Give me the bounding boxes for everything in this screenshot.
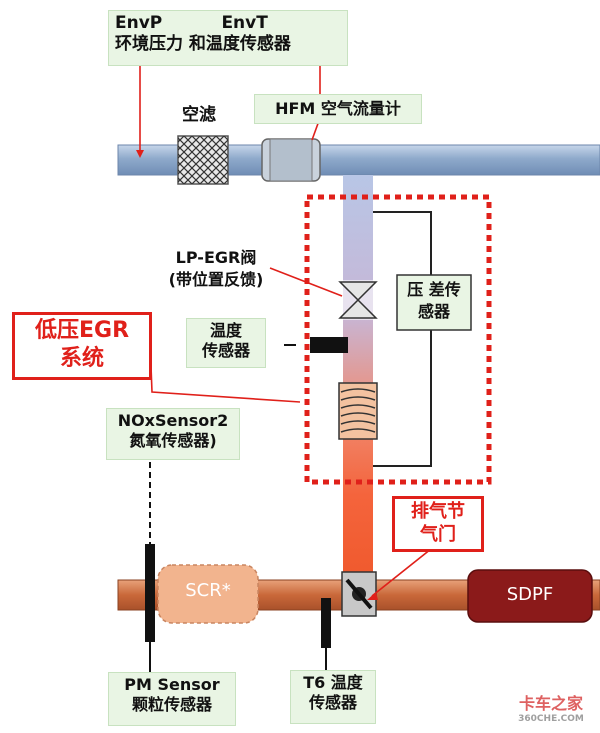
egr-cooler-coil	[340, 388, 376, 433]
low-pressure-egr-line2: 系统	[59, 345, 104, 371]
diff-pressure-line-upper	[373, 211, 432, 275]
exhaust-throttle-line1: 排气节	[411, 501, 465, 522]
air-filter-mesh	[178, 136, 228, 184]
temp-sensor-label: 温度 传感器	[186, 318, 266, 368]
diff-pressure-label-line1: 压 差传	[407, 280, 461, 299]
temp-sensor-label-line2: 传感器	[201, 341, 250, 360]
nox-sensor-label: NOxSensor2 氮氧传感器)	[106, 408, 240, 460]
diff-pressure-label: 压 差传 感器	[399, 279, 469, 324]
sdpf-unit	[467, 569, 593, 623]
low-pressure-egr-callout: 低压EGR 系统	[12, 312, 152, 380]
diff-pressure-label-line2: 感器	[417, 302, 450, 322]
nox-sensor-label-line2: 氮氧传感器)	[129, 431, 217, 450]
watermark: 卡车之家 360CHE.COM	[506, 690, 596, 724]
egr-system-boundary	[304, 194, 492, 485]
t6-sensor-label-line1: T6 温度	[303, 673, 363, 692]
diff-pressure-sensor-box	[396, 274, 472, 331]
lp-egr-valve-label: LP-EGR阀 (带位置反馈)	[146, 247, 286, 290]
watermark-line1: 卡车之家	[518, 694, 583, 713]
exhaust-throttle-plate	[345, 578, 373, 610]
pm-sensor-label: PM Sensor 颗粒传感器	[108, 672, 236, 726]
scr-label: SCR*	[185, 580, 231, 601]
pm-sensor-label-line2: 颗粒传感器	[131, 695, 212, 714]
diff-pressure-line-lower	[373, 330, 432, 467]
nox-sensor-label-line1: NOxSensor2	[117, 411, 229, 430]
lp-egr-valve-label-line1: LP-EGR阀	[175, 248, 257, 267]
egr-pipe	[343, 175, 373, 575]
pm-sensor-label-line1: PM Sensor	[124, 675, 220, 694]
env-sensor-label-line1: EnvP EnvT	[115, 13, 268, 33]
pm-sensor-probe	[145, 544, 155, 642]
hfm-sensor-inner	[269, 138, 313, 182]
throttle-pointer-head	[367, 592, 378, 600]
scr-unit	[157, 564, 259, 624]
envp-pointer-head	[136, 150, 144, 158]
exhaust-throttle-line2: 气门	[420, 523, 456, 545]
t6-sensor-label-line2: 传感器	[308, 693, 357, 712]
sdpf-label: SDPF	[506, 584, 554, 605]
air-filter-label: 空滤	[182, 105, 216, 125]
lp-egr-valve-label-line2: (带位置反馈)	[168, 269, 264, 289]
throttle-pointer	[371, 544, 437, 597]
low-pressure-egr-line1: 低压EGR	[34, 318, 130, 343]
exhaust-throttle-callout: 排气节 气门	[392, 496, 484, 552]
t6-sensor-probe	[321, 598, 331, 648]
hfm-label: HFM 空气流量计	[254, 94, 422, 124]
watermark-line2: 360CHE.COM	[518, 714, 584, 724]
temp-sensor-probe	[310, 337, 348, 353]
env-sensor-label-line2: 环境压力 和温度传感器	[115, 34, 291, 55]
lp-egr-valve-icon	[338, 281, 378, 319]
egr-cooler-body	[338, 382, 378, 440]
lp-egr-pointer	[269, 267, 343, 297]
t6-sensor-label: T6 温度 传感器	[290, 670, 376, 724]
env-sensor-label: EnvP EnvT 环境压力 和温度传感器	[108, 10, 348, 66]
temp-sensor-label-line1: 温度	[209, 321, 242, 340]
